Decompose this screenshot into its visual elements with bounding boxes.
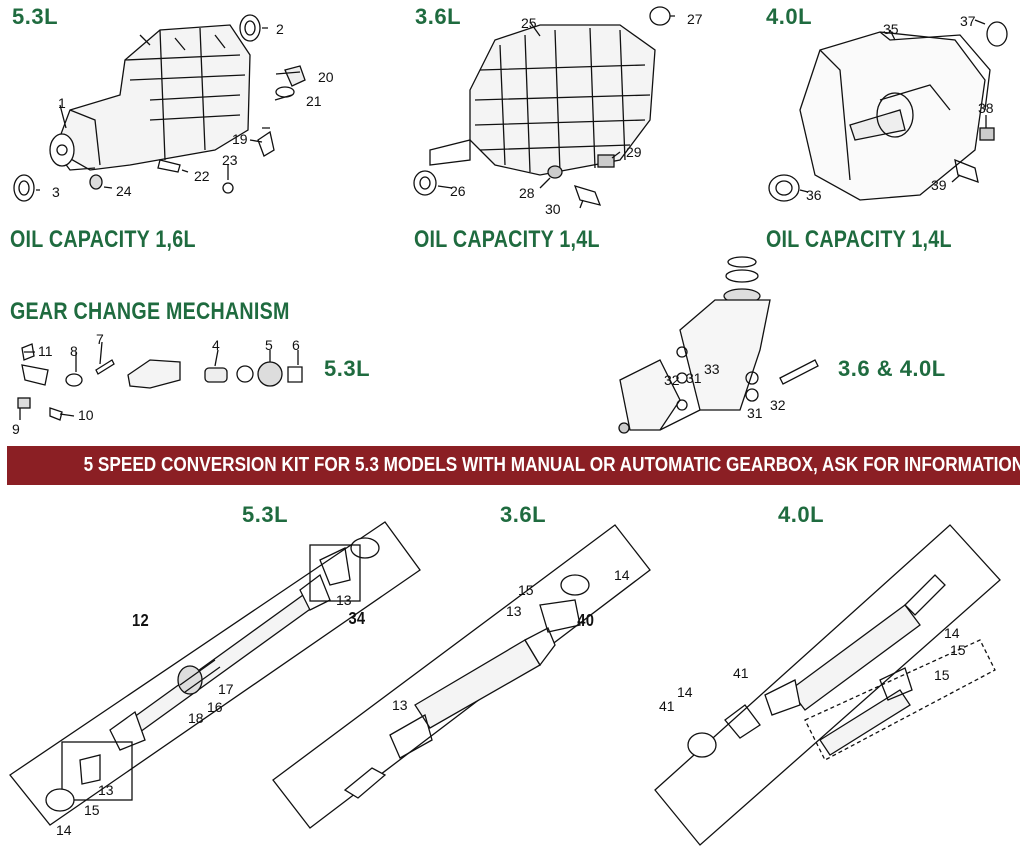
seal-part-27[interactable] [649,6,671,26]
part-number-26: 26 [450,183,466,199]
propshaft-4-0-heading: 4.0L [778,502,825,527]
seal-part-37[interactable] [986,21,1008,47]
propshaft-4-0-main-number: 40 [577,611,594,631]
part-number-3: 3 [52,184,60,200]
part-number-13: 13 [392,697,408,713]
part-number-9: 9 [12,421,20,437]
gearbox-3-6-heading: 3.6L [415,4,462,29]
part-number-11: 11 [38,343,53,359]
gearbox-4-0-heading: 4.0L [766,4,813,29]
part-number-14: 14 [614,567,630,583]
nut-part-28[interactable] [547,165,563,179]
plug-part-38[interactable] [979,127,995,141]
oil-capacity-3-6: OIL CAPACITY 1,4L [414,226,600,253]
conversion-kit-banner[interactable]: 5 SPEED CONVERSION KIT FOR 5.3 MODELS WI… [7,446,1020,485]
propshaft-3-6-main-number: 34 [349,609,366,629]
part-number-13: 13 [98,782,114,798]
part-number-20: 20 [318,69,334,85]
part-number-37: 37 [960,13,976,29]
part-number-19: 19 [232,131,248,147]
propshaft-4-0-box[interactable] [654,524,1001,846]
seal-part-26[interactable] [413,170,437,196]
propshaft-3-6-heading: 3.6L [500,502,547,527]
part-number-10: 10 [78,407,94,423]
gearbox-3-6-drawing[interactable] [429,24,656,176]
switch-part-39[interactable] [954,158,979,183]
part-number-21: 21 [306,93,322,109]
part-number-14: 14 [677,684,693,700]
plug-part-24[interactable] [89,174,103,190]
part-number-18: 18 [188,710,204,726]
seal-part-36[interactable] [768,174,800,202]
part-number-32: 32 [770,397,786,413]
part-number-17: 17 [218,681,234,697]
part-number-28: 28 [519,185,535,201]
propshaft-4-0-drawing[interactable] [687,574,996,761]
part-number-39: 39 [931,177,947,193]
part-number-29: 29 [626,144,642,160]
propshaft-3-6-drawing[interactable] [343,574,590,799]
part-number-41: 41 [659,698,675,714]
part-number-14: 14 [944,625,960,641]
part-number-2: 2 [276,21,284,37]
part-number-16: 16 [207,699,223,715]
part-number-41: 41 [733,665,749,681]
gear-change-title: GEAR CHANGE MECHANISM [10,298,290,325]
part-number-27: 27 [687,11,703,27]
part-number-13: 13 [336,592,352,608]
part-number-15: 15 [950,642,966,658]
seal-part-2[interactable] [239,14,261,42]
part-number-30: 30 [545,201,561,217]
part-number-15: 15 [518,582,534,598]
propshaft-5-3-box[interactable] [9,521,421,826]
part-number-7: 7 [96,331,104,347]
bush-part-20[interactable] [284,65,306,87]
plug-part-29[interactable] [597,154,615,168]
part-number-8: 8 [70,343,78,359]
gear-change-5-3-label: 5.3L [324,356,371,381]
part-number-35: 35 [883,21,899,37]
propshaft-5-3-heading: 5.3L [242,502,289,527]
part-number-33: 33 [704,361,720,377]
part-number-32: 32 [664,372,680,388]
gear-change-3-6-4-0-label: 3.6 & 4.0L [838,356,946,381]
part-number-4: 4 [212,337,220,353]
part-number-31: 31 [747,405,763,421]
propshaft-5-3-main-number: 12 [132,611,149,631]
seal-part-3[interactable] [13,174,35,202]
washer-part-23[interactable] [222,182,234,194]
part-number-15: 15 [934,667,950,683]
part-number-14: 14 [56,822,72,838]
gear-change-5-3-drawing[interactable] [17,343,303,421]
banner-text: 5 SPEED CONVERSION KIT FOR 5.3 MODELS WI… [83,454,1020,476]
part-number-15: 15 [84,802,100,818]
gearbox-5-3-drawing[interactable] [49,24,251,171]
oil-capacity-5-3: OIL CAPACITY 1,6L [10,226,196,253]
part-number-23: 23 [222,152,238,168]
part-number-5: 5 [265,337,273,353]
part-number-24: 24 [116,183,132,199]
part-number-38: 38 [978,100,994,116]
part-number-36: 36 [806,187,822,203]
propshaft-5-3-drawing[interactable] [45,537,380,812]
gearbox-4-0-drawing[interactable] [799,31,991,201]
part-number-13: 13 [506,603,522,619]
part-number-6: 6 [292,337,300,353]
switch-part-30[interactable] [573,185,602,206]
switch-part-22[interactable] [157,159,181,173]
part-number-22: 22 [194,168,210,184]
part-number-1: 1 [58,95,66,111]
part-number-31: 31 [686,370,702,386]
propshaft-3-6-box[interactable] [272,524,651,829]
switch-part-19[interactable] [257,127,275,157]
part-number-25: 25 [521,15,537,31]
gearbox-5-3-heading: 5.3L [12,4,59,29]
gear-change-3-6-4-0-drawing[interactable] [618,256,819,434]
oil-capacity-4-0: OIL CAPACITY 1,4L [766,226,952,253]
